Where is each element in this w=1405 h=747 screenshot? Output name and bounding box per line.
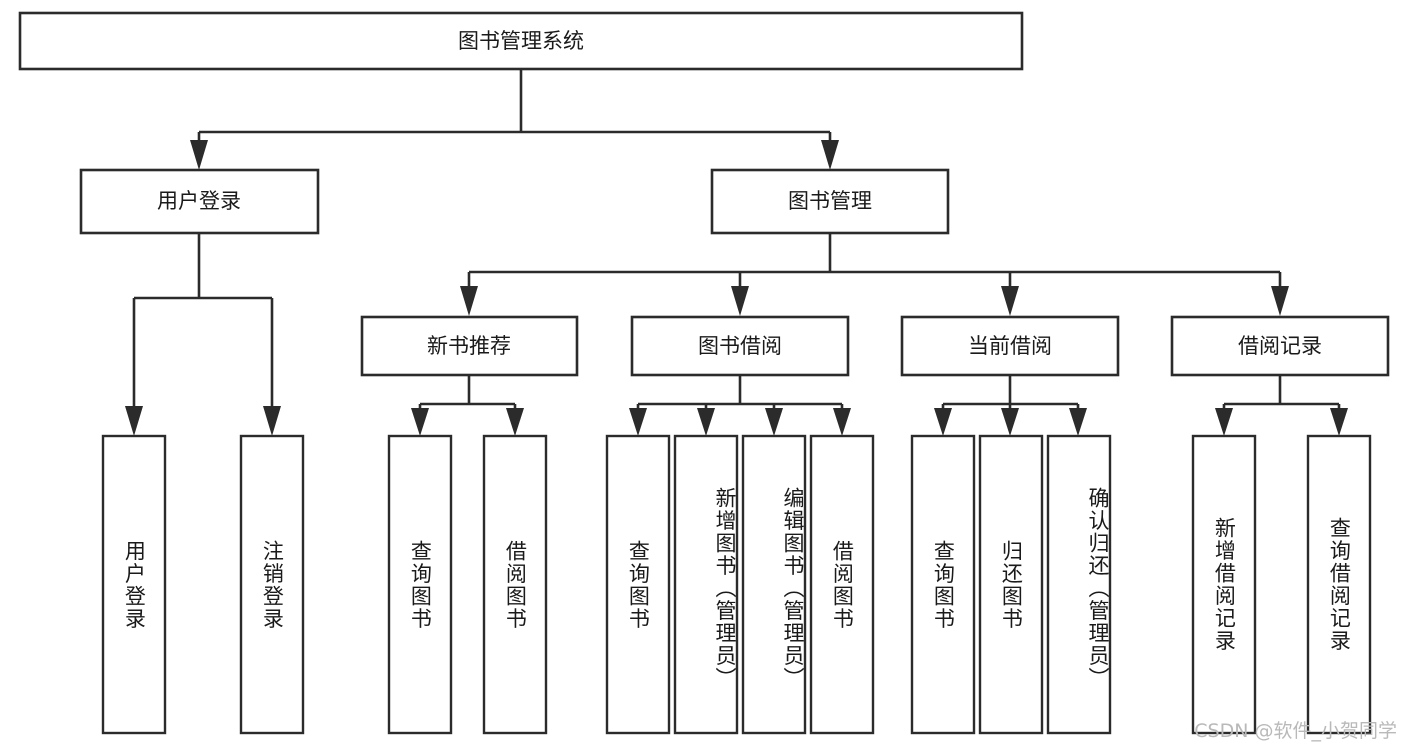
arrow-head-icon: [765, 408, 783, 436]
node-book-management-box[interactable]: [710, 168, 950, 235]
connector-group-user-login: [125, 233, 281, 436]
arrow-head-icon: [1069, 408, 1087, 436]
watermark-text: CSDN @软件_小贺同学: [1194, 720, 1397, 742]
arrow-head-icon: [506, 408, 524, 436]
connector-group-root: [190, 69, 839, 170]
arrow-head-icon: [821, 140, 839, 170]
arrow-head-icon: [934, 408, 952, 436]
connector-group-new-book: [411, 375, 524, 436]
node-user-login-label: 用户登录: [157, 189, 241, 213]
node-current-borrow[interactable]: 当前借阅: [900, 315, 1120, 377]
connector-group-current-borrow: [934, 375, 1087, 436]
arrow-head-icon: [125, 406, 143, 436]
leaf-box-borrow-record-0[interactable]: [1191, 434, 1257, 735]
node-root-label: 图书管理系统: [458, 29, 584, 53]
connector-group-book-management: [460, 233, 1289, 316]
arrow-head-icon: [697, 408, 715, 436]
node-book-management-label: 图书管理: [788, 189, 872, 213]
arrow-head-icon: [629, 408, 647, 436]
node-book-borrow-box[interactable]: [630, 315, 850, 377]
node-book-borrow-label: 图书借阅: [698, 334, 782, 358]
node-new-book-recommend[interactable]: 新书推荐: [360, 315, 579, 377]
node-user-login-box[interactable]: [79, 168, 320, 235]
arrow-head-icon: [1271, 286, 1289, 316]
leaf-box-current-borrow-1[interactable]: [978, 434, 1044, 735]
connector-group-book-borrow: [629, 375, 851, 436]
arrow-head-icon: [1215, 408, 1233, 436]
arrow-head-icon: [460, 286, 478, 316]
connector-group-borrow-record: [1215, 375, 1348, 436]
leaf-box-book-borrow-3[interactable]: [809, 434, 875, 735]
leaf-box-user-login-1[interactable]: [239, 434, 305, 735]
arrow-head-icon: [731, 286, 749, 316]
leaf-box-current-borrow-0[interactable]: [910, 434, 976, 735]
arrow-head-icon: [833, 408, 851, 436]
node-borrow-record-box[interactable]: [1170, 315, 1390, 377]
node-new-book-recommend-box[interactable]: [360, 315, 579, 377]
node-book-borrow[interactable]: 图书借阅: [630, 315, 850, 377]
leaf-box-current-borrow-2[interactable]: [1046, 434, 1112, 735]
arrow-head-icon: [1330, 408, 1348, 436]
arrow-head-icon: [1001, 408, 1019, 436]
node-borrow-record[interactable]: 借阅记录: [1170, 315, 1390, 377]
leaf-box-book-borrow-1[interactable]: [673, 434, 739, 735]
node-current-borrow-label: 当前借阅: [968, 334, 1052, 358]
leaf-box-new-book-1[interactable]: [482, 434, 548, 735]
node-user-login[interactable]: 用户登录: [79, 168, 320, 235]
arrow-head-icon: [411, 408, 429, 436]
node-current-borrow-box[interactable]: [900, 315, 1120, 377]
node-root[interactable]: 图书管理系统: [18, 11, 1024, 71]
arrow-head-icon: [190, 140, 208, 170]
leaf-box-book-borrow-0[interactable]: [605, 434, 671, 735]
leaf-box-new-book-0[interactable]: [387, 434, 453, 735]
leaf-box-book-borrow-2[interactable]: [741, 434, 807, 735]
leaf-box-borrow-record-1[interactable]: [1306, 434, 1372, 735]
node-new-book-recommend-label: 新书推荐: [427, 334, 511, 358]
node-book-management[interactable]: 图书管理: [710, 168, 950, 235]
arrow-head-icon: [1001, 286, 1019, 316]
leaf-box-user-login-0[interactable]: [101, 434, 167, 735]
node-root-box[interactable]: [18, 11, 1024, 71]
node-borrow-record-label: 借阅记录: [1238, 334, 1322, 358]
arrow-head-icon: [263, 406, 281, 436]
